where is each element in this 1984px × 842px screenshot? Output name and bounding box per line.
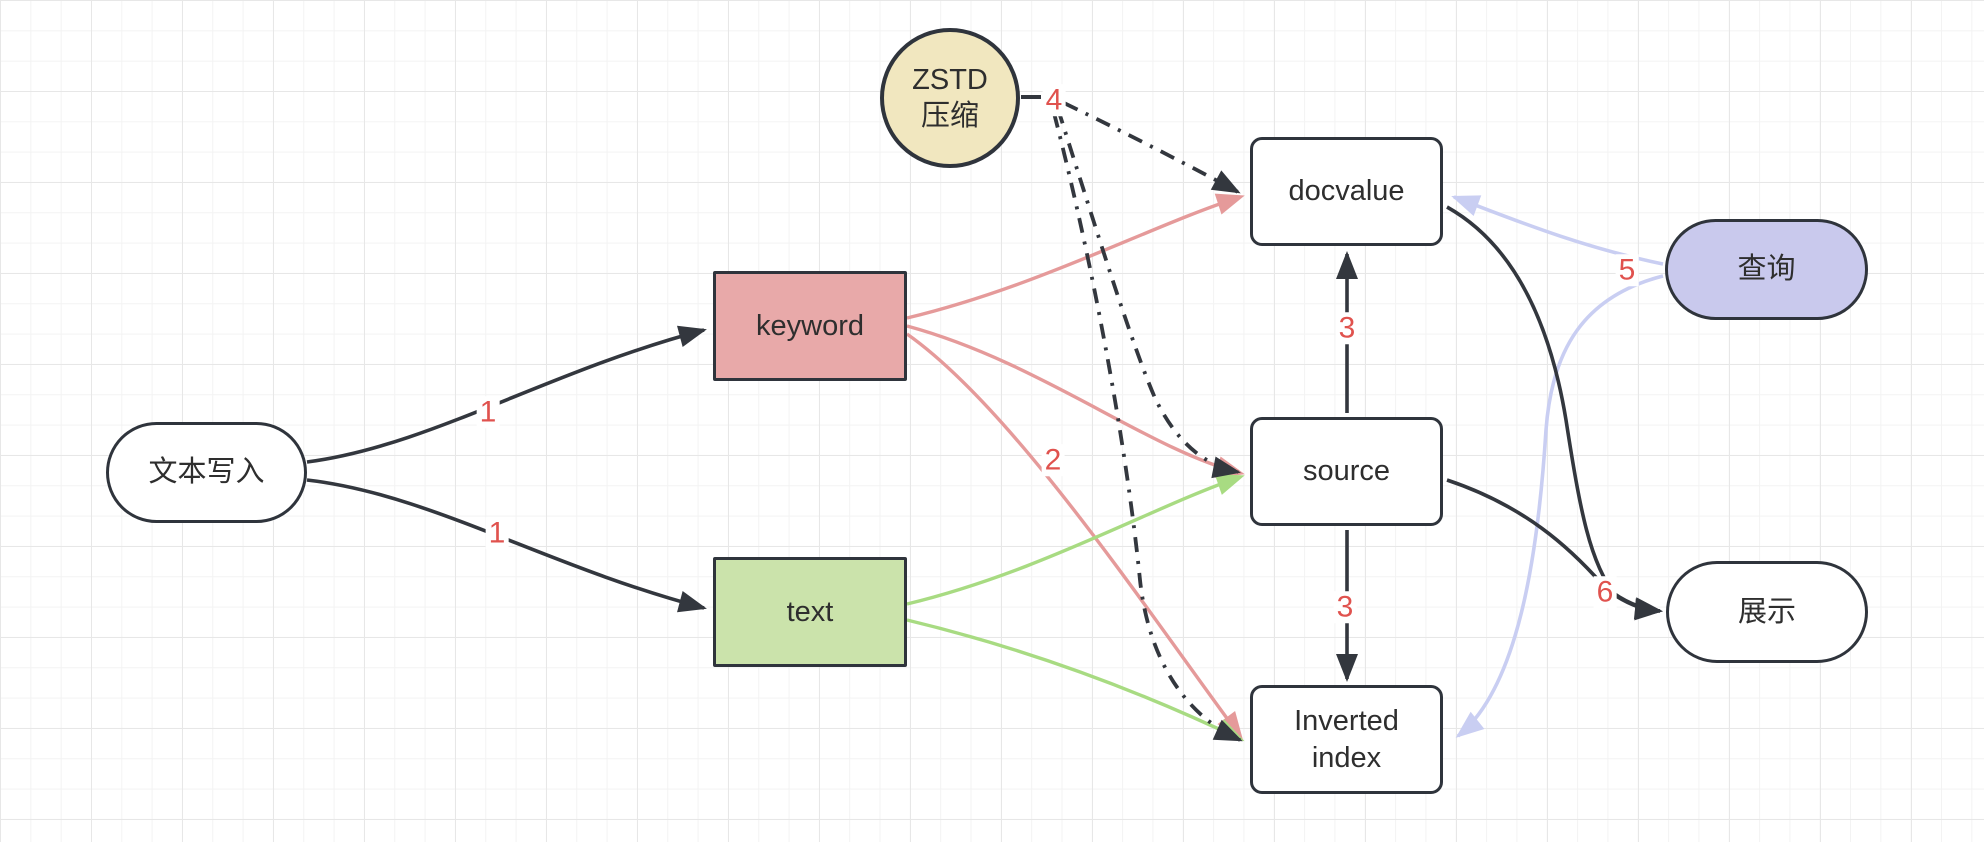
- node-zstd[interactable]: ZSTD 压缩: [880, 28, 1020, 168]
- edge-label-step-6[interactable]: 6: [1593, 576, 1617, 608]
- edge-label-step-2[interactable]: 2: [1041, 444, 1065, 476]
- node-inverted-index[interactable]: Inverted index: [1250, 685, 1443, 794]
- edge-text-write-to-keyword[interactable]: [306, 325, 707, 464]
- node-query-label: 查询: [1737, 253, 1796, 286]
- node-source[interactable]: source: [1250, 417, 1443, 526]
- node-query[interactable]: 查询: [1665, 219, 1868, 320]
- node-source-label: source: [1302, 455, 1391, 488]
- edge-label-step-3b[interactable]: 3: [1333, 591, 1357, 623]
- edge-text-to-inverted-index[interactable]: [906, 618, 1245, 742]
- edge-label-step-1a[interactable]: 1: [476, 396, 500, 428]
- edge-zstd-to-inverted-index[interactable]: [1052, 112, 1243, 742]
- node-docvalue[interactable]: docvalue: [1250, 137, 1443, 246]
- node-inverted-index-label: Inverted index: [1294, 705, 1399, 774]
- node-text-write[interactable]: 文本写入: [106, 422, 307, 523]
- edge-zstd-to-docvalue[interactable]: [1063, 101, 1241, 194]
- edge-keyword-to-inverted-index[interactable]: [906, 332, 1243, 741]
- node-docvalue-label: docvalue: [1288, 175, 1405, 208]
- node-text-write-label: 文本写入: [148, 456, 265, 489]
- edge-source-to-display[interactable]: [1446, 478, 1663, 620]
- edge-label-step-5[interactable]: 5: [1615, 254, 1639, 286]
- node-keyword-label: keyword: [756, 309, 864, 342]
- node-text[interactable]: text: [713, 557, 907, 667]
- node-display[interactable]: 展示: [1666, 561, 1868, 663]
- edge-label-step-4[interactable]: 4: [1042, 84, 1066, 116]
- node-keyword[interactable]: keyword: [713, 271, 907, 381]
- node-zstd-label: ZSTD 压缩: [912, 63, 988, 132]
- edge-keyword-to-docvalue[interactable]: [906, 193, 1245, 320]
- edge-keyword-to-source[interactable]: [906, 324, 1245, 478]
- edge-text-to-source[interactable]: [906, 474, 1245, 606]
- node-display-label: 展示: [1737, 595, 1796, 628]
- edge-label-step-3a[interactable]: 3: [1335, 312, 1359, 344]
- edge-zstd-to-source[interactable]: [1056, 108, 1241, 479]
- edge-label-step-1b[interactable]: 1: [485, 517, 509, 549]
- node-text-label: text: [786, 595, 834, 628]
- edge-query-to-inverted-index[interactable]: [1455, 274, 1664, 738]
